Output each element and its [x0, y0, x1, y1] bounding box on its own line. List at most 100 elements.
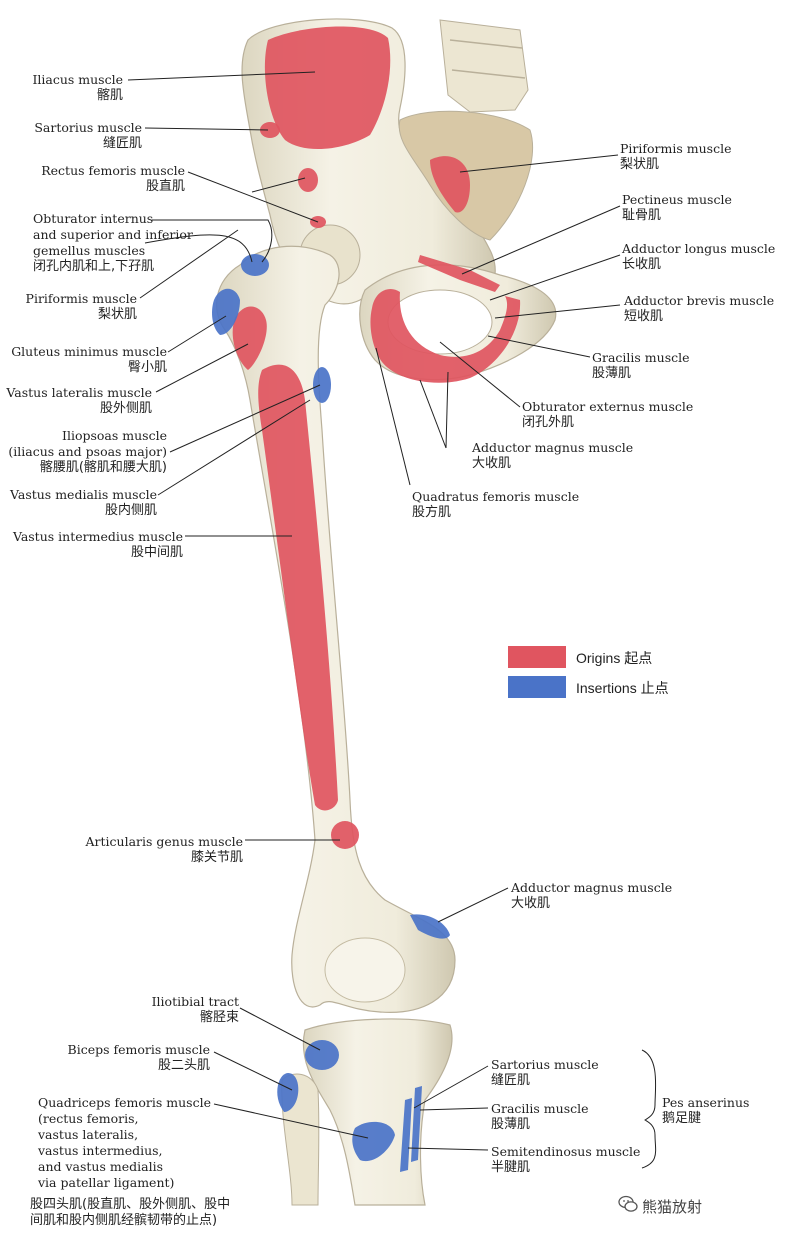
gracilis-bottom-label: Gracilis muscle 股薄肌 [491, 1101, 589, 1133]
insertions-label: Insertions 止点 [576, 680, 669, 696]
label-zh: 股薄肌 [491, 1117, 531, 1132]
label-zh: 鹅足腱 [662, 1111, 702, 1126]
label-en: Obturator internus [33, 211, 154, 226]
piriformis-insertion [212, 288, 240, 335]
label-zh: 股薄肌 [592, 366, 632, 381]
label-zh: 髂腰肌(髂肌和腰大肌) [39, 460, 167, 475]
label-en: Vastus medialis muscle [9, 487, 157, 502]
label-zh: 缝匠肌 [102, 136, 142, 151]
iliopsoas-label: Iliopsoas muscle (iliacus and psoas majo… [8, 428, 167, 476]
label-en: gemellus muscles [33, 243, 146, 258]
label-zh: 股内侧肌 [104, 503, 157, 518]
leader-lines [127, 71, 657, 1169]
obturator-internus-insertion [241, 254, 269, 276]
label-en: Gluteus minimus muscle [11, 344, 167, 359]
origins-swatch [508, 646, 566, 668]
vastus-lateralis-label: Vastus lateralis muscle 股外侧肌 [6, 385, 152, 417]
adductor-magnus-top-label: Adductor magnus muscle 大收肌 [472, 440, 633, 472]
label-en: Obturator externus muscle [522, 399, 694, 414]
articularis-genus-origin [331, 821, 359, 849]
label-en: Articularis genus muscle [85, 834, 244, 849]
piriformis-left-label: Piriformis muscle 梨状肌 [26, 291, 137, 323]
label-zh: 间肌和股内侧肌经髌韧带的止点) [30, 1213, 218, 1228]
iliotibial-tract-insertion [305, 1040, 339, 1070]
label-en: vastus intermedius, [38, 1143, 163, 1158]
wechat-icon [618, 1195, 638, 1212]
label-zh: 膝关节肌 [190, 850, 243, 865]
tibia-fibula-bones [281, 1018, 453, 1206]
origins-label: Origins 起点 [576, 650, 653, 666]
label-zh: 闭孔内肌和上,下孖肌 [33, 259, 155, 274]
label-en: (rectus femoris, [38, 1111, 139, 1126]
label-en: Pectineus muscle [622, 192, 732, 207]
label-zh: 缝匠肌 [491, 1073, 531, 1088]
iliopsoas-insertion [313, 367, 331, 403]
label-en: Piriformis muscle [25, 291, 137, 306]
adductor-origin-ring [370, 288, 521, 383]
label-en: Rectus femoris muscle [41, 163, 185, 178]
label-en: Vastus intermedius muscle [12, 529, 183, 544]
label-en: (iliacus and psoas major) [8, 444, 167, 459]
label-en: Sartorius muscle [34, 120, 142, 135]
pes-anserinus-insertion [400, 1086, 422, 1172]
label-en: Biceps femoris muscle [67, 1042, 210, 1057]
label-zh: 股中间肌 [130, 545, 183, 560]
sartorius-bottom-label: Sartorius muscle 缝匠肌 [491, 1057, 599, 1089]
label-zh: 半腱肌 [491, 1160, 531, 1175]
gluteus-minimus-attachment [232, 306, 267, 370]
label-en: via patellar ligament) [38, 1175, 175, 1190]
obturator-externus-label: Obturator externus muscle 闭孔外肌 [522, 399, 693, 431]
vastus-intermedius-origin [258, 364, 338, 811]
quadratus-femoris-label: Quadratus femoris muscle 股方肌 [412, 489, 579, 521]
quadriceps-label: Quadriceps femoris muscle (rectus femori… [38, 1095, 211, 1191]
label-zh: 梨状肌 [620, 157, 660, 172]
vastus-intermedius-label: Vastus intermedius muscle 股中间肌 [13, 529, 183, 561]
label-zh: 臀小肌 [127, 360, 167, 375]
label-zh: 股直肌 [145, 179, 185, 194]
label-en: Gracilis muscle [592, 350, 690, 365]
label-en: vastus lateralis, [38, 1127, 139, 1142]
sartorius-top-label: Sartorius muscle 缝匠肌 [34, 120, 142, 152]
watermark: 熊猫放射 [618, 1195, 703, 1217]
label-en: Iliacus muscle [32, 72, 123, 87]
iliotibial-label: Iliotibial tract 髂胫束 [152, 994, 239, 1026]
label-en: Pes anserinus [662, 1095, 750, 1110]
iliacus-label: Iliacus muscle 髂肌 [32, 72, 123, 104]
label-zh: 闭孔外肌 [522, 415, 575, 430]
vastus-medialis-label: Vastus medialis muscle 股内侧肌 [10, 487, 157, 519]
obturator-internus-label: Obturator internus and superior and infe… [33, 211, 193, 275]
label-zh: 长收肌 [622, 257, 662, 272]
label-en: Piriformis muscle [620, 141, 732, 156]
insertions-swatch [508, 676, 566, 698]
adductor-brevis-label: Adductor brevis muscle 短收肌 [624, 293, 774, 325]
label-en: Sartorius muscle [491, 1057, 599, 1072]
label-en: and superior and inferior [33, 227, 193, 242]
label-en: Gracilis muscle [491, 1101, 589, 1116]
label-zh: 短收肌 [624, 309, 664, 324]
piriformis-right-label: Piriformis muscle 梨状肌 [620, 141, 731, 173]
pectineus-origin [418, 255, 500, 292]
biceps-femoris-label: Biceps femoris muscle 股二头肌 [68, 1042, 210, 1074]
label-en: Adductor brevis muscle [624, 293, 775, 308]
piriformis-origin [430, 156, 470, 213]
semitendinosus-label: Semitendinosus muscle 半腱肌 [491, 1144, 640, 1176]
label-en: Quadratus femoris muscle [412, 489, 580, 504]
label-zh: 大收肌 [511, 896, 551, 911]
iliacus-origin [264, 26, 391, 150]
pes-anserinus-label: Pes anserinus 鹅足腱 [662, 1095, 749, 1127]
adductor-magnus-knee-label: Adductor magnus muscle 大收肌 [511, 880, 672, 912]
label-en: Adductor magnus muscle [472, 440, 634, 455]
sartorius-origin [260, 122, 280, 138]
label-zh: 梨状肌 [97, 307, 137, 322]
gracilis-top-label: Gracilis muscle 股薄肌 [592, 350, 690, 382]
rectus-femoris-origin [298, 168, 318, 192]
label-en: Iliotibial tract [151, 994, 239, 1009]
label-zh: 髂肌 [96, 88, 123, 103]
label-en: Iliopsoas muscle [62, 428, 167, 443]
label-zh: 股四头肌(股直肌、股外侧肌、股中 [30, 1197, 231, 1212]
articularis-genus-label: Articularis genus muscle 膝关节肌 [86, 834, 244, 866]
rectus-femoris-label: Rectus femoris muscle 股直肌 [41, 163, 185, 195]
watermark-text: 熊猫放射 [642, 1198, 703, 1216]
adductor-magnus-insertion [410, 914, 450, 939]
